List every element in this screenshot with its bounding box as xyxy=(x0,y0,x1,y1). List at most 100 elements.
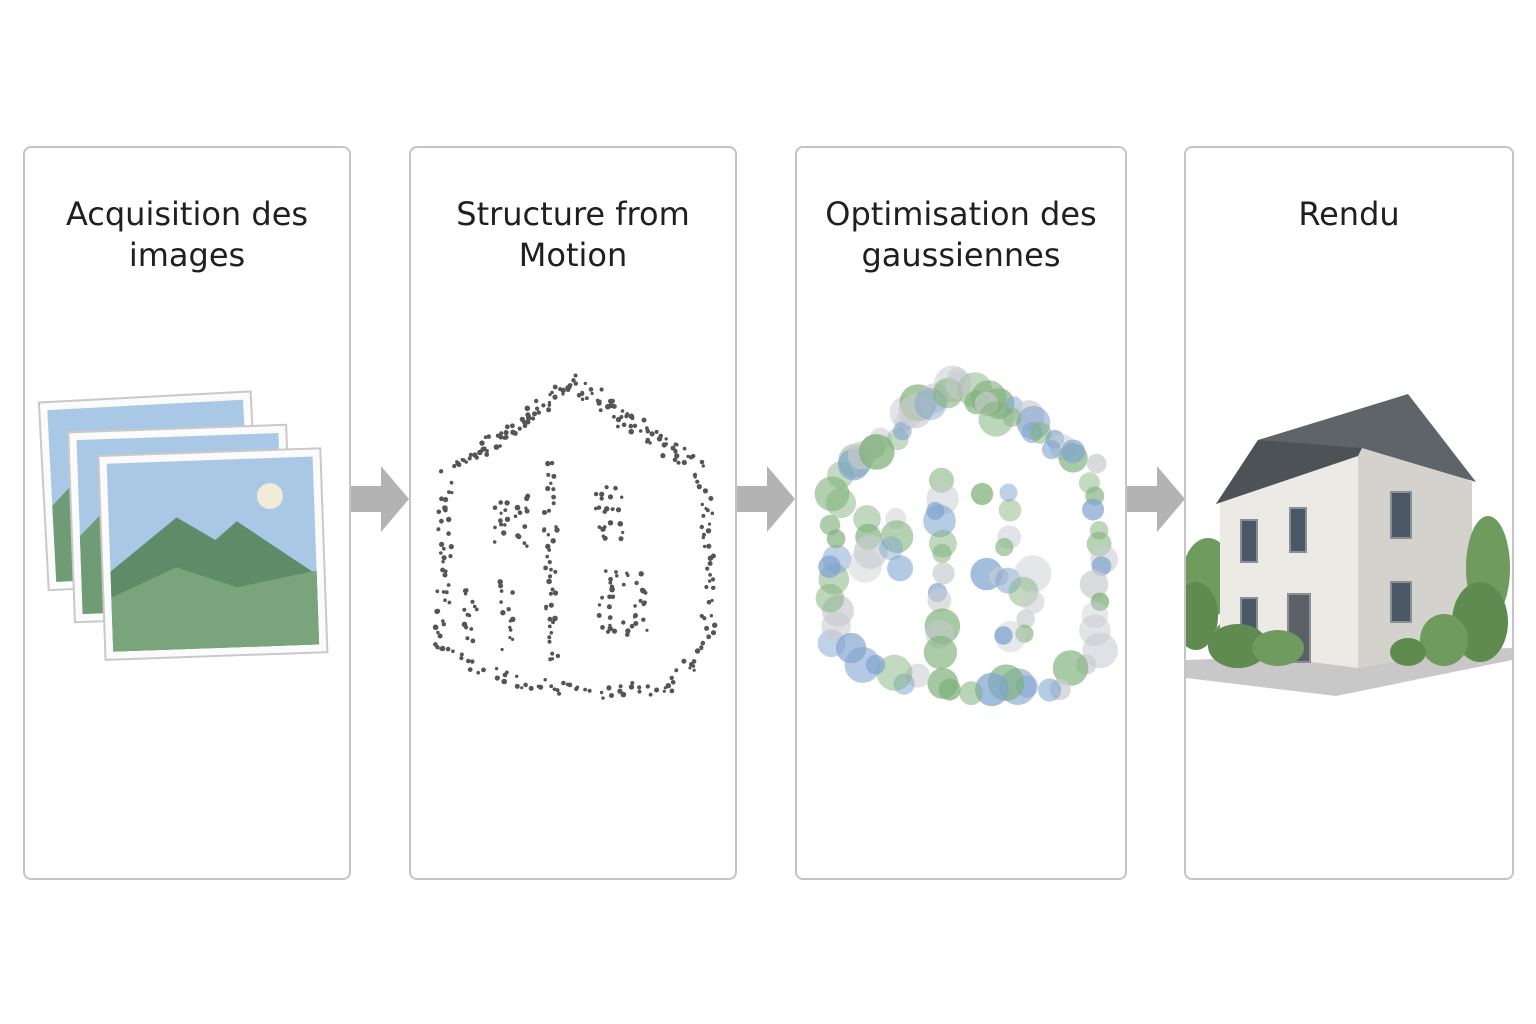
point-mark xyxy=(517,426,522,431)
point-mark xyxy=(628,684,635,690)
gaussian-mark xyxy=(1079,570,1109,599)
point-mark xyxy=(580,391,585,396)
point-mark xyxy=(702,544,707,549)
point-mark xyxy=(700,502,704,507)
point-mark xyxy=(494,666,499,671)
point-mark xyxy=(625,628,631,634)
point-mark xyxy=(694,648,701,654)
point-mark xyxy=(588,387,594,392)
point-mark xyxy=(441,546,446,551)
point-mark xyxy=(614,570,618,574)
gaussian-mark xyxy=(1090,592,1110,611)
point-mark xyxy=(638,571,644,577)
point-mark xyxy=(543,565,548,571)
point-mark xyxy=(547,639,552,644)
point-mark xyxy=(467,667,473,672)
gaussian-mark xyxy=(994,626,1013,645)
point-mark xyxy=(443,598,447,602)
gaussian-mark xyxy=(887,555,914,582)
point-mark xyxy=(526,415,532,421)
point-mark xyxy=(549,631,554,635)
point-mark xyxy=(705,566,710,571)
point-mark xyxy=(504,516,511,522)
point-mark xyxy=(515,674,519,678)
point-mark xyxy=(708,496,714,501)
point-mark xyxy=(611,628,618,634)
point-mark xyxy=(553,569,558,574)
point-mark xyxy=(700,640,706,646)
gaussian-mark xyxy=(822,544,852,574)
point-mark xyxy=(642,600,647,605)
point-mark xyxy=(704,584,709,590)
point-mark xyxy=(439,551,443,555)
point-mark xyxy=(645,428,651,434)
point-mark xyxy=(626,573,630,578)
point-mark xyxy=(705,528,712,534)
point-mark xyxy=(656,436,663,442)
point-mark xyxy=(551,620,555,625)
point-mark xyxy=(702,488,708,494)
point-mark xyxy=(710,585,716,590)
point-mark xyxy=(701,513,706,518)
point-mark xyxy=(532,411,537,417)
point-mark xyxy=(525,419,531,425)
point-mark xyxy=(550,390,554,395)
step-title: Rendu xyxy=(1298,195,1400,233)
point-mark xyxy=(439,518,444,524)
point-mark xyxy=(466,658,471,664)
gaussian-mark xyxy=(978,401,1014,437)
point-mark xyxy=(444,590,449,595)
point-mark xyxy=(599,690,604,695)
point-mark xyxy=(499,589,504,593)
point-mark xyxy=(585,396,589,401)
gaussian-mark xyxy=(932,543,952,564)
point-mark xyxy=(617,521,624,527)
point-mark xyxy=(441,560,445,564)
point-mark xyxy=(467,456,472,461)
point-mark xyxy=(576,392,582,398)
point-mark xyxy=(498,518,503,524)
arrow-right-icon xyxy=(351,466,409,532)
point-mark xyxy=(455,460,459,464)
gaussian-mark xyxy=(923,635,958,670)
point-mark xyxy=(442,572,448,578)
point-mark xyxy=(541,510,547,515)
point-mark xyxy=(545,460,551,467)
point-mark xyxy=(621,530,625,535)
point-mark xyxy=(662,689,666,693)
point-mark xyxy=(552,615,558,622)
point-mark xyxy=(688,455,694,460)
point-mark xyxy=(600,595,604,600)
point-mark xyxy=(546,533,550,537)
point-mark xyxy=(664,442,668,446)
point-mark xyxy=(547,560,552,565)
point-mark xyxy=(499,522,504,527)
point-mark xyxy=(645,684,650,689)
point-mark xyxy=(573,381,578,386)
point-mark xyxy=(654,429,659,434)
point-mark xyxy=(439,541,445,547)
gaussian-mark xyxy=(923,504,956,538)
gaussian-mark xyxy=(998,498,1022,522)
point-mark xyxy=(494,675,500,681)
point-mark xyxy=(551,501,556,506)
point-mark xyxy=(545,554,549,559)
point-mark xyxy=(545,485,551,492)
gaussian-mark xyxy=(819,514,841,536)
point-mark xyxy=(550,651,555,656)
point-mark xyxy=(448,544,454,550)
gaussian-mark xyxy=(853,534,888,569)
point-mark xyxy=(688,666,692,670)
gaussian-mark xyxy=(995,538,1014,557)
point-mark xyxy=(596,505,602,510)
point-mark xyxy=(467,613,472,618)
point-mark xyxy=(645,628,649,632)
point-mark xyxy=(681,459,687,466)
point-mark xyxy=(618,684,623,689)
step-title: Structure from Motion xyxy=(456,195,690,274)
point-mark xyxy=(708,573,712,577)
point-mark xyxy=(628,428,634,435)
point-mark xyxy=(638,598,643,603)
point-mark xyxy=(508,619,513,623)
point-mark xyxy=(681,658,687,664)
